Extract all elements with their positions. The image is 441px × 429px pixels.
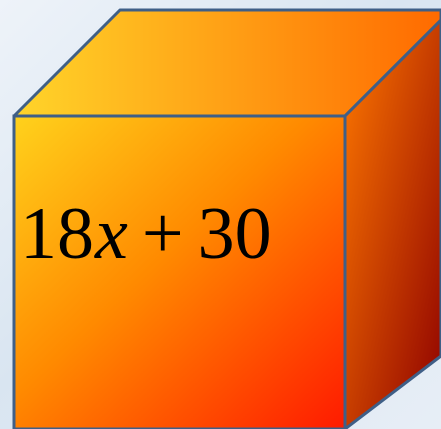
expression-operator: +: [142, 193, 184, 275]
expression-coefficient: 18: [20, 193, 94, 275]
cube-front-face: [12, 114, 347, 429]
expression-label: 18x+30: [20, 193, 272, 275]
expression-variable: x: [94, 193, 128, 275]
expression-constant: 30: [198, 193, 272, 275]
